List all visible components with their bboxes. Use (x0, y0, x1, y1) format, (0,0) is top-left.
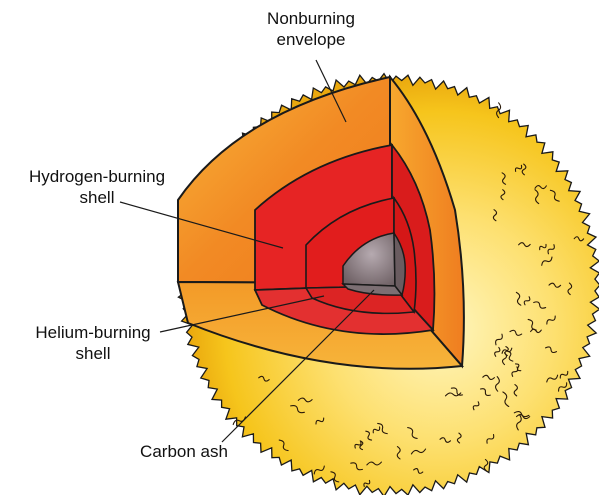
label-helium-burning-shell: Helium-burning shell (14, 322, 172, 364)
label-hydrogen-burning-shell: Hydrogen-burning shell (8, 166, 186, 208)
label-carbon-ash-line-1: Carbon ash (124, 441, 244, 462)
label-hydrogen-burning-shell-line-1: Hydrogen-burning (8, 166, 186, 187)
label-nonburning-envelope-line-1: Nonburning (256, 8, 366, 29)
label-helium-burning-shell-line-1: Helium-burning (14, 322, 172, 343)
label-nonburning-envelope-line-2: envelope (256, 29, 366, 50)
label-nonburning-envelope: Nonburning envelope (256, 8, 366, 50)
label-hydrogen-burning-shell-line-2: shell (8, 187, 186, 208)
label-helium-burning-shell-line-2: shell (14, 343, 172, 364)
label-carbon-ash: Carbon ash (124, 441, 244, 462)
